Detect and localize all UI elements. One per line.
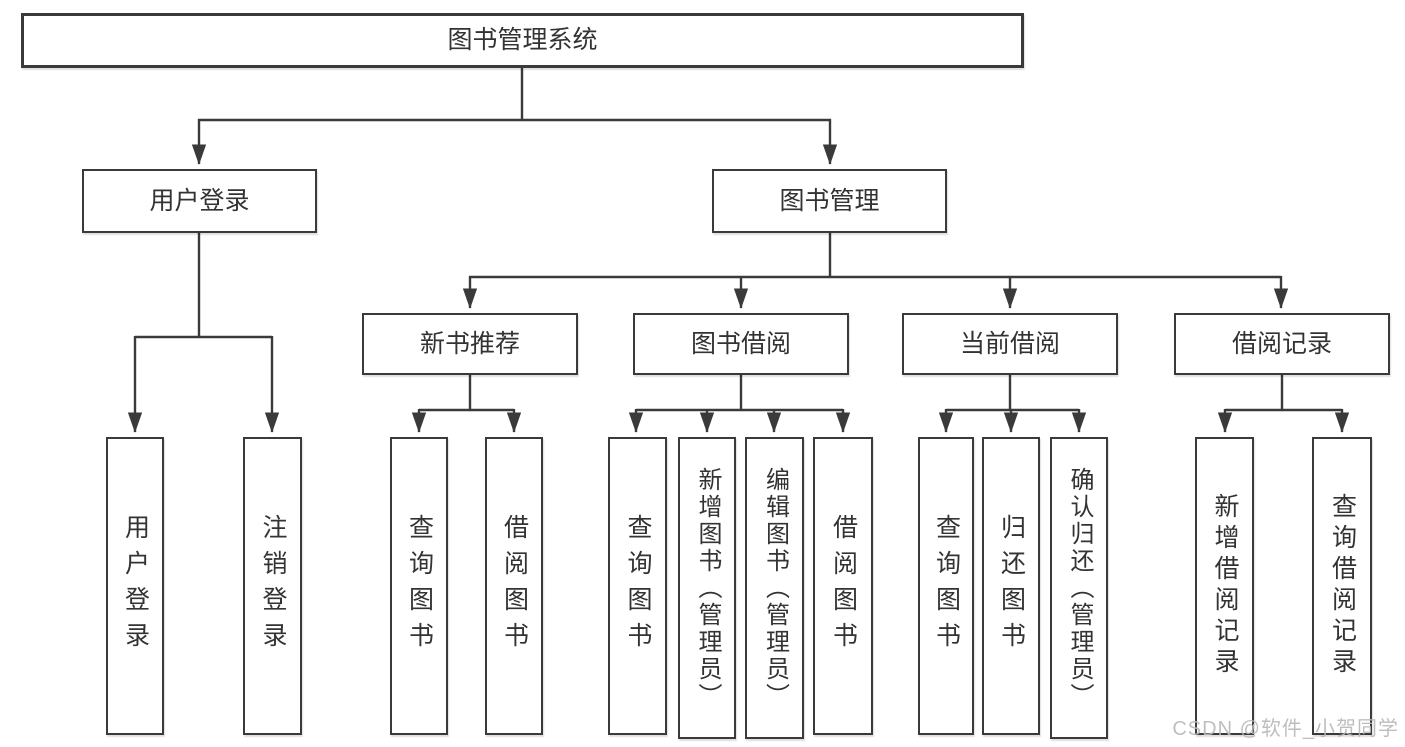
edge-new-book-recommend-to-leaves <box>411 375 522 433</box>
node-book-management: 图书管理 <box>712 169 947 233</box>
node-new-book-recommend: 新书推荐 <box>362 313 578 375</box>
leaf-borrow-books: 借阅图书 <box>813 437 873 735</box>
leaf-user-login: 用户登录 <box>106 437 164 735</box>
leaf-return-books: 归还图书 <box>982 437 1040 735</box>
node-book-borrowing: 图书借阅 <box>633 313 849 375</box>
leaf-edit-books-admin: 编辑图书（管理员） <box>745 437 804 739</box>
leaf-borrow-books-recommend: 借阅图书 <box>485 437 543 735</box>
edge-book-management-to-level3 <box>462 233 1289 309</box>
edge-borrowing-records-to-leaves <box>1217 375 1350 433</box>
leaf-query-borrow-record: 查询借阅记录 <box>1312 437 1372 735</box>
node-library-management-system: 图书管理系统 <box>21 13 1024 68</box>
node-borrowing-records: 借阅记录 <box>1174 313 1390 375</box>
leaf-add-borrow-record: 新增借阅记录 <box>1195 437 1254 735</box>
leaf-logout: 注销登录 <box>243 437 302 735</box>
edge-book-borrowing-to-leaves <box>628 375 851 433</box>
edge-current-borrowing-to-leaves <box>938 375 1087 433</box>
leaf-query-books-current: 查询图书 <box>918 437 974 735</box>
edge-root-to-level2 <box>191 68 838 165</box>
edge-user-login-to-leaves <box>127 233 280 433</box>
leaf-query-books-recommend: 查询图书 <box>390 437 448 735</box>
leaf-add-books-admin: 新增图书（管理员） <box>678 437 736 739</box>
csdn-watermark: CSDN @软件_小贺同学 <box>1172 718 1399 740</box>
node-user-login-group: 用户登录 <box>82 169 317 233</box>
node-current-borrowing: 当前借阅 <box>902 313 1118 375</box>
leaf-confirm-return-admin: 确认归还（管理员） <box>1050 437 1108 739</box>
leaf-query-books-borrow: 查询图书 <box>608 437 667 735</box>
